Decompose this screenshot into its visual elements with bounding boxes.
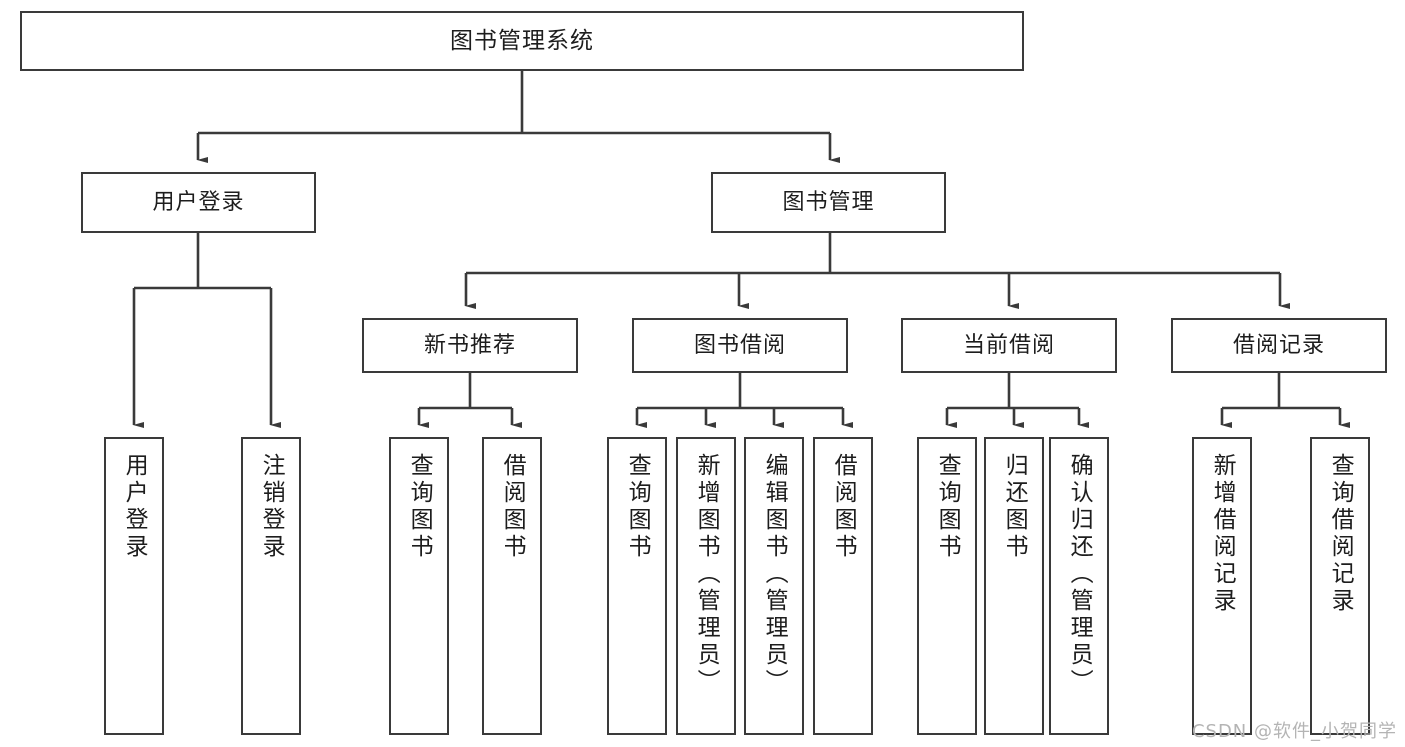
node-leaf-logout[interactable]: 注销登录 (241, 437, 301, 735)
node-label: 当前借阅 (962, 332, 1055, 358)
node-label: 用户登录 (152, 189, 245, 215)
node-book-borrow[interactable]: 图书借阅 (632, 318, 848, 373)
node-root-system[interactable]: 图书管理系统 (20, 11, 1024, 71)
node-label: 注销登录 (258, 453, 285, 561)
node-label: 编辑图书（管理员） (761, 453, 788, 696)
node-label: 图书管理系统 (450, 27, 594, 54)
node-leaf-borrow-book-1[interactable]: 借阅图书 (482, 437, 542, 735)
node-book-manage[interactable]: 图书管理 (711, 172, 946, 233)
node-user-login[interactable]: 用户登录 (81, 172, 316, 233)
node-leaf-edit-book[interactable]: 编辑图书（管理员） (744, 437, 804, 735)
node-label: 查询图书 (624, 453, 651, 561)
node-new-book-rec[interactable]: 新书推荐 (362, 318, 578, 373)
node-label: 借阅图书 (830, 453, 857, 561)
node-label: 查询图书 (934, 453, 961, 561)
node-leaf-add-record[interactable]: 新增借阅记录 (1192, 437, 1252, 735)
node-label: 图书管理 (782, 189, 875, 215)
node-label: 新增图书（管理员） (693, 453, 720, 696)
node-leaf-return-book[interactable]: 归还图书 (984, 437, 1044, 735)
node-current-borrow[interactable]: 当前借阅 (901, 318, 1117, 373)
node-label: 图书借阅 (693, 332, 786, 358)
node-leaf-query-book-3[interactable]: 查询图书 (917, 437, 977, 735)
node-label: 借阅记录 (1232, 332, 1325, 358)
node-leaf-query-book-2[interactable]: 查询图书 (607, 437, 667, 735)
node-leaf-borrow-book-2[interactable]: 借阅图书 (813, 437, 873, 735)
node-leaf-query-record[interactable]: 查询借阅记录 (1310, 437, 1370, 735)
node-leaf-add-book[interactable]: 新增图书（管理员） (676, 437, 736, 735)
node-label: 新书推荐 (423, 332, 516, 358)
node-label: 用户登录 (121, 453, 148, 561)
node-label: 查询图书 (406, 453, 433, 561)
node-label: 归还图书 (1001, 453, 1028, 561)
node-label: 确认归还（管理员） (1066, 453, 1093, 696)
node-label: 新增借阅记录 (1209, 453, 1236, 615)
node-leaf-confirm-return[interactable]: 确认归还（管理员） (1049, 437, 1109, 735)
node-label: 借阅图书 (499, 453, 526, 561)
node-label: 查询借阅记录 (1327, 453, 1354, 615)
node-borrow-record[interactable]: 借阅记录 (1171, 318, 1387, 373)
node-leaf-user-login[interactable]: 用户登录 (104, 437, 164, 735)
node-leaf-query-book-1[interactable]: 查询图书 (389, 437, 449, 735)
